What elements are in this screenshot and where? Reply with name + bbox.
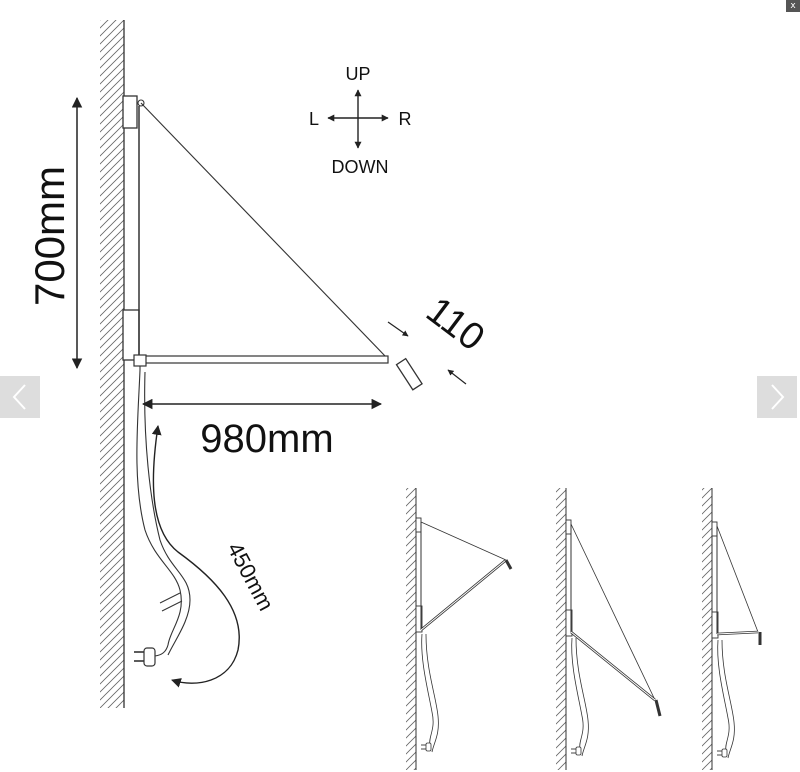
- height-dimension-label: 700mm: [26, 166, 73, 306]
- compass-right-label: R: [399, 109, 412, 129]
- variant-short-arm: [702, 488, 762, 770]
- variant-3-cable: [716, 525, 759, 633]
- variant-2-head: [654, 699, 662, 717]
- prev-image-button[interactable]: [0, 376, 40, 418]
- variant-1-wall: [406, 488, 416, 770]
- chevron-right-icon: [771, 384, 785, 410]
- wall: [100, 20, 124, 708]
- arm-joint: [133, 354, 147, 367]
- variant-1-head: [504, 559, 513, 570]
- main-lamp-drawing: 700mm 980mm 110 450mm: [26, 20, 492, 708]
- variant-lowered-arm: [556, 488, 662, 770]
- suspension-cable: [140, 102, 387, 358]
- tilt-dimension-arrow-top: [387, 321, 409, 337]
- lamp-head: [395, 357, 423, 391]
- variant-raised-arm: [406, 488, 513, 770]
- next-image-button[interactable]: [757, 376, 797, 418]
- compass-up-label: UP: [345, 64, 370, 84]
- horizontal-arm: [139, 355, 389, 364]
- cord-break-marks: [159, 592, 183, 612]
- variant-2-wall: [556, 488, 566, 770]
- variant-3-wall: [702, 488, 712, 770]
- plug-icon: [134, 647, 156, 667]
- close-button[interactable]: x: [786, 0, 800, 12]
- variant-2-cable: [570, 523, 656, 701]
- direction-compass: UP DOWN L R: [309, 64, 412, 177]
- length-dimension-label: 980mm: [200, 417, 333, 461]
- lower-bracket: [122, 309, 140, 361]
- tilt-dimension-label: 110: [418, 289, 492, 359]
- cable-dimension-arrow: [151, 425, 240, 688]
- power-cord: [136, 366, 182, 646]
- power-cord-return: [144, 371, 191, 656]
- variant-1-cable: [420, 521, 507, 561]
- cable-dimension-label: 450mm: [222, 538, 279, 615]
- top-bracket: [122, 95, 138, 129]
- chevron-left-icon: [12, 384, 26, 410]
- compass-down-label: DOWN: [332, 157, 389, 177]
- tilt-dimension-arrow-bottom: [447, 369, 467, 385]
- compass-left-label: L: [309, 109, 319, 129]
